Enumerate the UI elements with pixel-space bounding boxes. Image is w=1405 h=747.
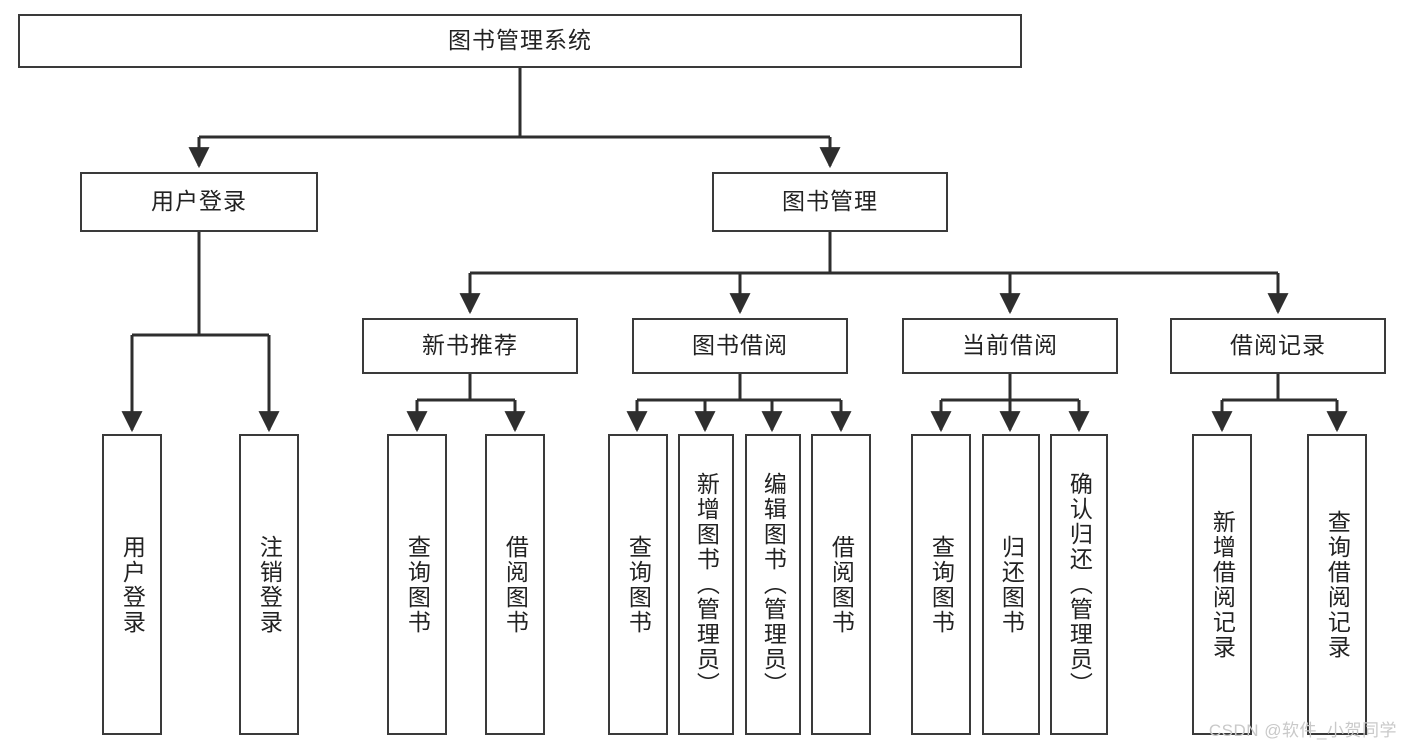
node-label: 图书管理: [782, 188, 878, 215]
watermark-text: CSDN @软件_小贺同学: [1208, 721, 1397, 740]
node-label: 图书管理系统: [448, 27, 592, 54]
node-label: 借阅图书: [502, 534, 529, 635]
node-label: 新增借阅记录: [1209, 509, 1236, 660]
leaf-current-return-book[interactable]: 归还图书: [982, 434, 1040, 735]
leaf-borrow-lend-book[interactable]: 借阅图书: [811, 434, 871, 735]
node-label: 编辑图书（管理员）: [760, 472, 787, 697]
leaf-borrow-add-book[interactable]: 新增图书（管理员）: [678, 434, 734, 735]
node-book-borrow[interactable]: 图书借阅: [632, 318, 848, 374]
node-book-management[interactable]: 图书管理: [712, 172, 948, 232]
node-label: 确认归还（管理员）: [1066, 472, 1093, 697]
node-label: 新书推荐: [422, 332, 518, 359]
node-current-borrow[interactable]: 当前借阅: [902, 318, 1118, 374]
node-label: 注销登录: [256, 534, 283, 635]
leaf-newbook-borrow-book[interactable]: 借阅图书: [485, 434, 545, 735]
node-label: 图书借阅: [692, 332, 788, 359]
node-label: 查询借阅记录: [1324, 509, 1351, 660]
node-label: 借阅记录: [1230, 332, 1326, 359]
node-label: 查询图书: [625, 534, 652, 635]
node-label: 借阅图书: [828, 534, 855, 635]
node-borrow-record[interactable]: 借阅记录: [1170, 318, 1386, 374]
leaf-record-add-record[interactable]: 新增借阅记录: [1192, 434, 1252, 735]
node-label: 新增图书（管理员）: [693, 472, 720, 697]
leaf-current-confirm-return[interactable]: 确认归还（管理员）: [1050, 434, 1108, 735]
node-label: 查询图书: [928, 534, 955, 635]
leaf-record-query-record[interactable]: 查询借阅记录: [1307, 434, 1367, 735]
leaf-logout[interactable]: 注销登录: [239, 434, 299, 735]
node-label: 查询图书: [404, 534, 431, 635]
node-label: 当前借阅: [962, 332, 1058, 359]
leaf-current-query-book[interactable]: 查询图书: [911, 434, 971, 735]
leaf-newbook-query-book[interactable]: 查询图书: [387, 434, 447, 735]
node-label: 用户登录: [119, 534, 146, 635]
leaf-borrow-query-book[interactable]: 查询图书: [608, 434, 668, 735]
node-root-system[interactable]: 图书管理系统: [18, 14, 1022, 68]
leaf-user-login[interactable]: 用户登录: [102, 434, 162, 735]
node-label: 用户登录: [151, 188, 247, 215]
node-label: 归还图书: [998, 534, 1025, 635]
node-user-login[interactable]: 用户登录: [80, 172, 318, 232]
node-new-book-recommend[interactable]: 新书推荐: [362, 318, 578, 374]
leaf-borrow-edit-book[interactable]: 编辑图书（管理员）: [745, 434, 801, 735]
